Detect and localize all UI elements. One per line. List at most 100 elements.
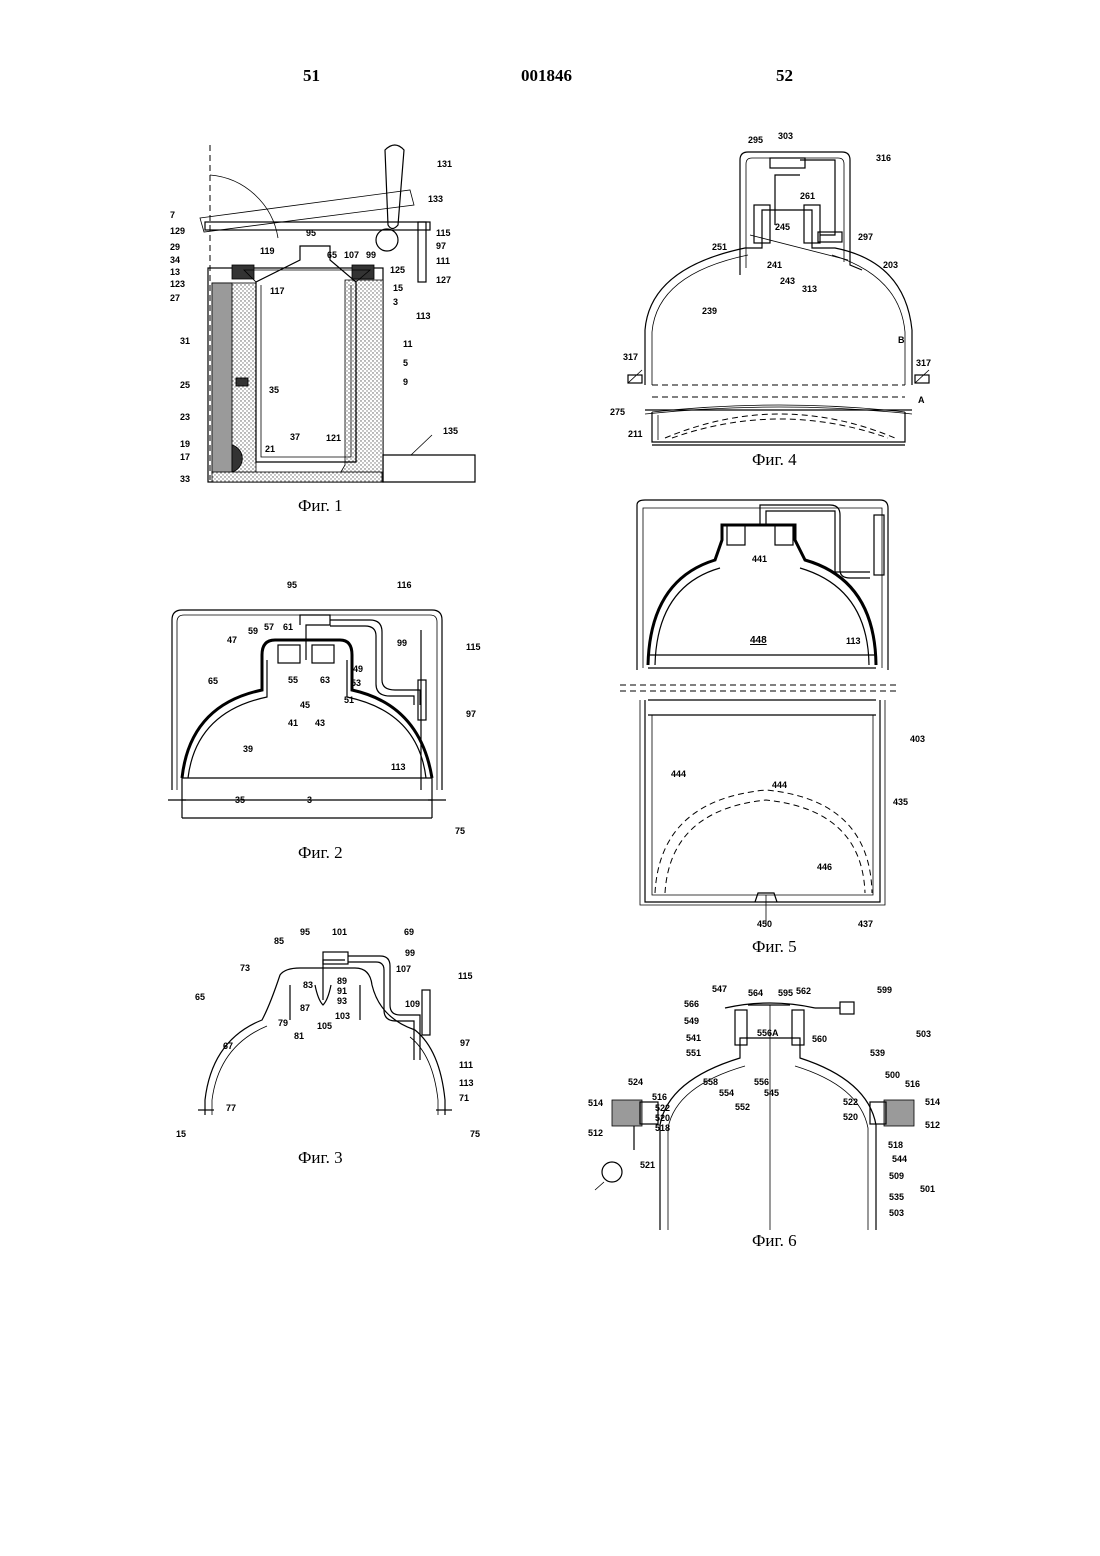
ref-label: 549 <box>684 1016 699 1026</box>
ref-label: 551 <box>686 1048 701 1058</box>
ref-label: 57 <box>264 622 274 632</box>
ref-label: 522 <box>843 1097 858 1107</box>
ref-label: 261 <box>800 191 815 201</box>
ref-label: 113 <box>416 311 431 321</box>
ref-label: 101 <box>332 927 347 937</box>
ref-label: 554 <box>719 1088 734 1098</box>
ref-label: 53 <box>351 678 361 688</box>
ref-label: 564 <box>748 988 763 998</box>
ref-label: 566 <box>684 999 699 1009</box>
ref-label: 316 <box>876 153 891 163</box>
ref-label: 83 <box>303 980 313 990</box>
ref-label: 556A <box>757 1028 779 1038</box>
ref-label: 539 <box>870 1048 885 1058</box>
ref-label: 512 <box>588 1128 603 1138</box>
ref-label: 245 <box>775 222 790 232</box>
ref-label: 107 <box>344 250 359 260</box>
ref-label: 65 <box>327 250 337 260</box>
ref-label: 71 <box>459 1093 469 1103</box>
ref-label: 105 <box>317 1021 332 1031</box>
ref-label: 599 <box>877 985 892 995</box>
ref-label: 61 <box>283 622 293 632</box>
ref-label: 29 <box>170 242 180 252</box>
fig1-caption: Фиг. 1 <box>298 496 343 515</box>
ref-label: 45 <box>300 700 310 710</box>
ref-label: 75 <box>455 826 465 836</box>
ref-label: 514 <box>588 1098 603 1108</box>
ref-label: 85 <box>274 936 284 946</box>
fig2-caption: Фиг. 2 <box>298 843 343 862</box>
ref-label: 95 <box>300 927 310 937</box>
ref-label: 115 <box>458 971 473 981</box>
ref-label: 13 <box>170 267 180 277</box>
ref-label: 97 <box>436 241 446 251</box>
ref-label: 41 <box>288 718 298 728</box>
ref-label: 121 <box>326 433 341 443</box>
ref-label: 522 <box>655 1103 670 1113</box>
ref-label: 113 <box>459 1078 474 1088</box>
ref-label: 444 <box>671 769 686 779</box>
ref-label: 15 <box>393 283 403 293</box>
ref-label: 111 <box>459 1060 473 1070</box>
fig4-labels: 295 303 316 261 245 297 251 241 243 313 … <box>610 131 931 439</box>
ref-label: 521 <box>640 1160 655 1170</box>
ref-label: 125 <box>390 265 405 275</box>
ref-label: 503 <box>916 1029 931 1039</box>
ref-label: 95 <box>287 580 297 590</box>
figure-3 <box>198 952 452 1115</box>
ref-label: 7 <box>170 210 175 220</box>
ref-label: 47 <box>227 635 237 645</box>
ref-label: 117 <box>270 286 285 296</box>
ref-label: 512 <box>925 1120 940 1130</box>
ref-label: 31 <box>180 336 190 346</box>
ref-label: 103 <box>335 1011 350 1021</box>
ref-label: 518 <box>655 1123 670 1133</box>
ref-label: 303 <box>778 131 793 141</box>
ref-label: 97 <box>460 1038 470 1048</box>
ref-label: 446 <box>817 862 832 872</box>
figure-4 <box>628 152 929 445</box>
ref-label: 15 <box>176 1129 186 1139</box>
ref-label: 55 <box>288 675 298 685</box>
ref-label: 444 <box>772 780 787 790</box>
ref-label: 37 <box>290 432 300 442</box>
ref-label: 441 <box>752 554 767 564</box>
ref-label: 131 <box>437 159 452 169</box>
ref-label: 317 <box>916 358 931 368</box>
ref-label: 203 <box>883 260 898 270</box>
ref-label: 111 <box>436 256 450 266</box>
ref-label: 520 <box>843 1112 858 1122</box>
ref-label: 109 <box>405 999 420 1009</box>
ref-label: 524 <box>628 1077 643 1087</box>
ref-label: 25 <box>180 380 190 390</box>
fig5-caption: Фиг. 5 <box>752 937 797 956</box>
ref-label: 295 <box>748 135 763 145</box>
ref-label: 239 <box>702 306 717 316</box>
ref-label: 39 <box>243 744 253 754</box>
ref-label: 448 <box>750 635 767 646</box>
ref-label: 35 <box>269 385 279 395</box>
ref-label: 97 <box>466 709 476 719</box>
ref-label: 49 <box>353 664 363 674</box>
ref-label: 65 <box>195 992 205 1002</box>
ref-label: 43 <box>315 718 325 728</box>
ref-label: 275 <box>610 407 625 417</box>
ref-label: 5 <box>403 358 408 368</box>
ref-label: 115 <box>466 642 481 652</box>
ref-label: 19 <box>180 439 190 449</box>
ref-label: 59 <box>248 626 258 636</box>
ref-label: 35 <box>235 795 245 805</box>
ref-label: 33 <box>180 474 190 484</box>
ref-label: 135 <box>443 426 458 436</box>
ref-label: 89 <box>337 976 347 986</box>
ref-label: 9 <box>403 377 408 387</box>
ref-label: 113 <box>846 636 861 646</box>
ref-label: 95 <box>306 228 316 238</box>
ref-label: 3 <box>393 297 398 307</box>
fig5-labels: 441 448 113 403 444 444 435 446 450 437 <box>671 554 925 929</box>
ref-label: 107 <box>396 964 411 974</box>
ref-label: 560 <box>812 1034 827 1044</box>
ref-label: 241 <box>767 260 782 270</box>
fig3-caption: Фиг. 3 <box>298 1148 343 1167</box>
figure-6 <box>595 1002 914 1230</box>
